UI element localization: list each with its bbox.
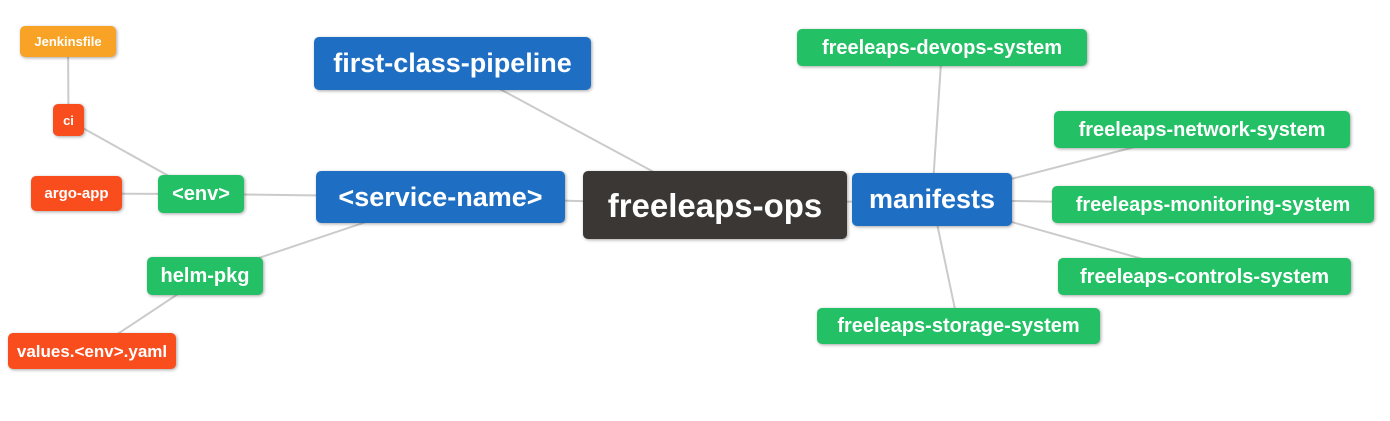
node-manifests[interactable]: manifests [852, 173, 1012, 226]
node-freeleaps-ops[interactable]: freeleaps-ops [583, 171, 847, 239]
node-freeleaps-controls-system[interactable]: freeleaps-controls-system [1058, 258, 1351, 295]
node-freeleaps-devops-system[interactable]: freeleaps-devops-system [797, 29, 1087, 66]
node-values-env-yaml[interactable]: values.<env>.yaml [8, 333, 176, 369]
node-ci[interactable]: ci [53, 104, 84, 136]
node-freeleaps-network-system[interactable]: freeleaps-network-system [1054, 111, 1350, 148]
node-service-name[interactable]: <service-name> [316, 171, 565, 223]
node-freeleaps-storage-system[interactable]: freeleaps-storage-system [817, 308, 1100, 344]
node-argo-app[interactable]: argo-app [31, 176, 122, 211]
node-jenkinsfile[interactable]: Jenkinsfile [20, 26, 116, 57]
node-env[interactable]: <env> [158, 175, 244, 213]
node-freeleaps-monitoring-system[interactable]: freeleaps-monitoring-system [1052, 186, 1374, 223]
node-helm-pkg[interactable]: helm-pkg [147, 257, 263, 295]
node-first-class-pipeline[interactable]: first-class-pipeline [314, 37, 591, 90]
